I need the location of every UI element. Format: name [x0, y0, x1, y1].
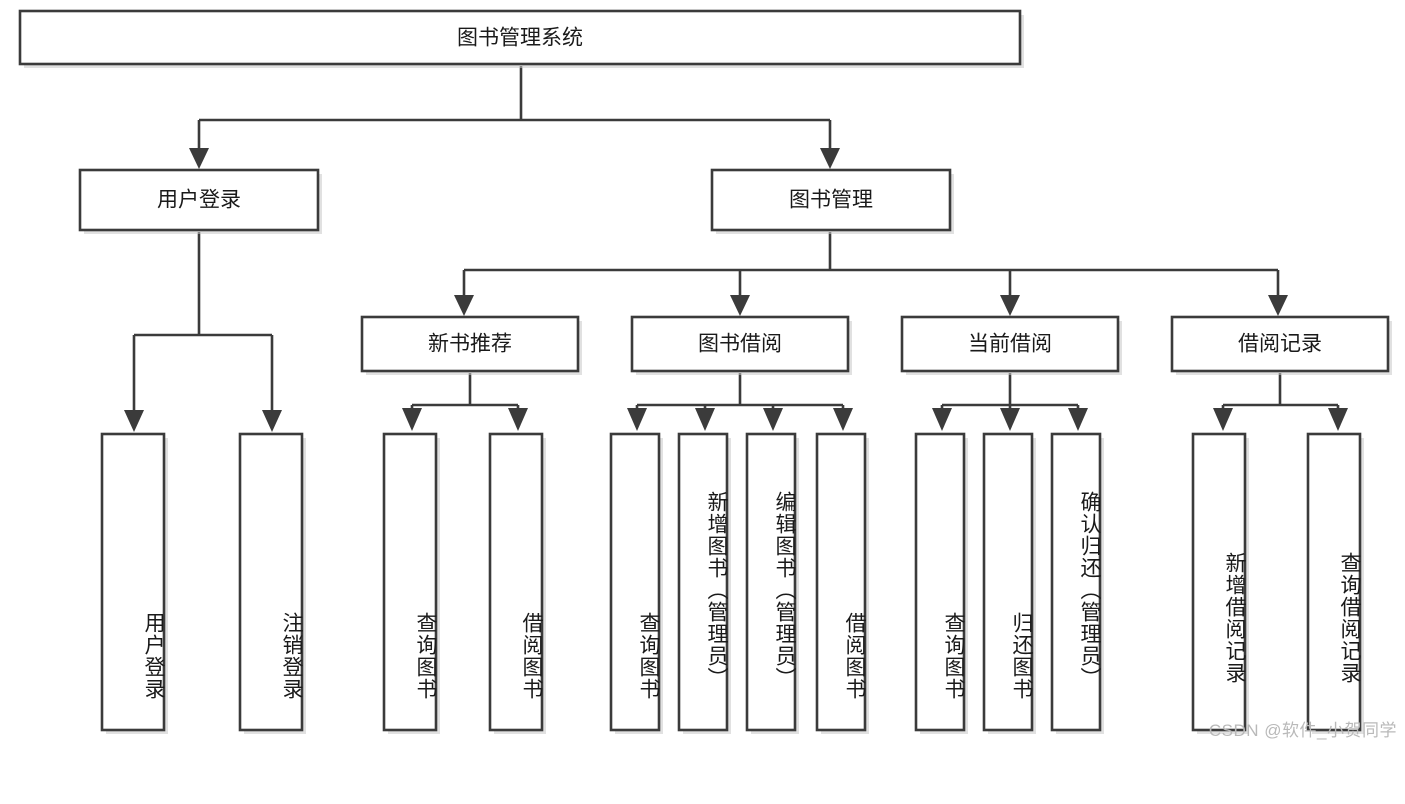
node-user-login-label: 用户登录: [157, 189, 241, 212]
arrow-new-book-recommend: [454, 295, 474, 316]
connector-group-new-book-to-leaves: [402, 373, 528, 431]
connector-group-current-borrow-to-leaves: [932, 373, 1088, 431]
node-user-login[interactable]: 用户登录: [78, 168, 322, 234]
node-leaf-borrow-book-2[interactable]: [815, 432, 869, 734]
node-new-book-recommend-label: 新书推荐: [428, 333, 512, 356]
node-leaf-borrow-book-1[interactable]: [488, 432, 546, 734]
node-book-borrow[interactable]: 图书借阅: [630, 315, 852, 375]
arrow-leaf-query-record: [1328, 408, 1348, 431]
node-leaf-query-book-3[interactable]: [914, 432, 968, 734]
arrow-leaf-user-logout: [262, 410, 282, 432]
arrow-leaf-borrow-book-1: [508, 408, 528, 431]
connector-group-root-to-level2: [189, 66, 840, 169]
node-book-manage[interactable]: 图书管理: [710, 168, 954, 234]
node-borrow-record-label: 借阅记录: [1238, 333, 1322, 356]
connector-group-user-login-to-leaves: [124, 232, 282, 432]
node-current-borrow-label: 当前借阅: [968, 333, 1052, 356]
node-leaf-add-book[interactable]: [677, 432, 731, 734]
arrow-leaf-add-book: [695, 408, 715, 431]
watermark-text: CSDN @软件_小贺同学: [1208, 721, 1397, 740]
arrow-current-borrow: [1000, 295, 1020, 316]
node-leaf-return-book[interactable]: [982, 432, 1036, 734]
node-leaf-add-record[interactable]: [1191, 432, 1249, 734]
node-leaf-edit-book[interactable]: [745, 432, 799, 734]
node-current-borrow[interactable]: 当前借阅: [900, 315, 1122, 375]
node-root[interactable]: 图书管理系统: [18, 9, 1024, 68]
node-leaf-user-login[interactable]: [100, 432, 168, 734]
node-leaf-confirm-return[interactable]: [1050, 432, 1104, 734]
node-borrow-record[interactable]: 借阅记录: [1170, 315, 1392, 375]
arrow-user-login: [189, 148, 209, 169]
arrow-borrow-record: [1268, 295, 1288, 316]
arrow-leaf-query-book-1: [402, 408, 422, 431]
node-book-borrow-label: 图书借阅: [698, 333, 782, 356]
arrow-leaf-add-record: [1213, 408, 1233, 431]
connector-group-borrow-record-to-leaves: [1213, 373, 1348, 431]
arrow-leaf-edit-book: [763, 408, 783, 431]
arrow-book-borrow: [730, 295, 750, 316]
arrow-leaf-confirm-return: [1068, 408, 1088, 431]
connector-group-book-borrow-to-leaves: [627, 373, 853, 431]
node-leaf-query-record[interactable]: [1306, 432, 1364, 734]
flowchart-svg: 图书管理系统 用户登录 图书管理 新书推荐 图书借阅 当前借阅: [18, 9, 1392, 734]
arrow-leaf-borrow-book-2: [833, 408, 853, 431]
node-root-label: 图书管理系统: [457, 27, 583, 50]
node-new-book-recommend[interactable]: 新书推荐: [360, 315, 582, 375]
node-leaf-user-logout[interactable]: [238, 432, 306, 734]
arrow-leaf-query-book-3: [932, 408, 952, 431]
connector-group-book-manage-to-level3: [454, 232, 1288, 316]
arrow-book-manage: [820, 148, 840, 169]
arrow-leaf-user-login: [124, 410, 144, 432]
node-book-manage-label: 图书管理: [789, 189, 873, 212]
node-leaf-query-book-1[interactable]: [382, 432, 440, 734]
arrow-leaf-return-book: [1000, 408, 1020, 431]
arrow-leaf-query-book-2: [627, 408, 647, 431]
flowchart-canvas: 图书管理系统 用户登录 图书管理 新书推荐 图书借阅 当前借阅: [18, 9, 1397, 740]
node-leaf-query-book-2[interactable]: [609, 432, 663, 734]
